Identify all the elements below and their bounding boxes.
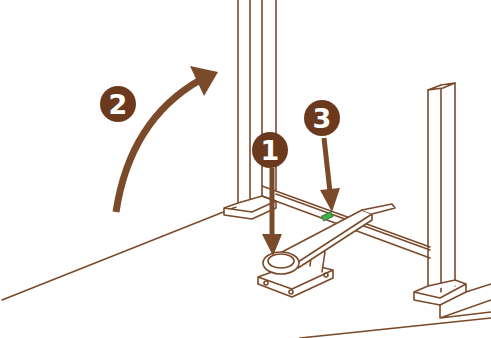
callout-number: 2 [100,86,136,122]
left-foot [224,196,276,219]
base-rail [440,284,491,318]
right-post-cap [428,83,455,90]
base-rail-front [300,318,491,338]
right-post [428,83,455,292]
lever-end [362,204,395,214]
right-foot [414,280,466,305]
callout-number: 3 [304,100,340,136]
floor-edge [2,207,236,300]
press-arrow [270,168,275,236]
arrowhead [320,188,340,212]
screw [264,281,268,285]
screw [324,273,328,277]
green-indicator [322,212,333,221]
arrowhead [190,66,218,96]
left-post [238,0,262,203]
screw [289,290,293,294]
foot-pad [263,252,299,274]
arrowhead [262,234,282,256]
callout-number: 1 [252,132,288,168]
press-arrow [324,138,330,192]
foot-pad-top [268,254,294,268]
